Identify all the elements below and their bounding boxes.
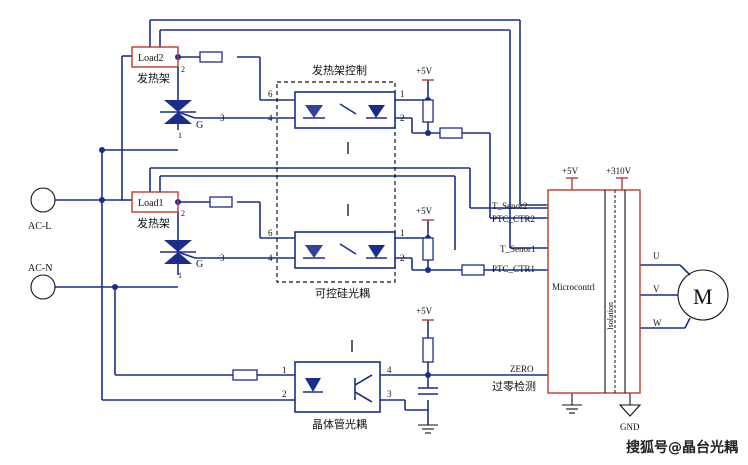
u-label: U [653,251,660,261]
motor-label: M [693,284,713,309]
mcu-5v-label: +5V [562,166,579,176]
load2-box [131,46,179,68]
p5v-1-label: +5V [416,66,433,76]
ac-l-label: AC-L [28,221,51,232]
pin4-top: 4 [268,113,273,123]
mcu-label: Microcontrl [552,282,595,292]
heater-control-label: 发热架控制 [312,63,367,77]
pin2-q: 2 [282,389,287,399]
triac-opto-label: 可控硅光耦 [315,286,370,300]
zero-detect-label: 过零检测 [492,379,536,393]
ac-l-terminal [30,187,56,213]
v-label: V [653,284,660,294]
heater2-label: 发热架 [137,71,170,85]
ptc-ctr1-label: PTC_CTR1 [492,264,535,274]
opto-ellipsis [347,142,353,352]
t1-pin-2: 1 [178,131,182,140]
gnd-label: GND [620,422,640,432]
pin1-top: 1 [400,89,405,99]
heater1-label: 发热架 [137,216,170,230]
resistors [199,51,485,381]
capacitor [418,387,438,395]
p5v-3-label: +5V [416,306,433,316]
junctions [99,54,431,378]
isolation-label: Isolation [606,302,615,330]
opto-top [294,91,396,129]
pin1-q: 1 [282,365,287,375]
watermark: 搜狐号@晶台光耦 [626,440,738,456]
t1-pin-1: 1 [178,271,182,280]
ac-n-label: AC-N [28,263,52,274]
power-symbols [422,79,628,321]
opto-group-box [276,81,396,283]
t2-pin-2: 2 [181,65,185,74]
transistor-opto-label: 晶体管光耦 [312,417,367,431]
gate2-label: G [196,120,203,131]
load1-box [131,191,179,213]
p5v-2-label: +5V [416,206,433,216]
zero-label: ZERO [510,364,534,374]
t2-pin-1: 2 [181,209,185,218]
ptc-ctr2-label: PTC_CTR2 [492,214,535,224]
ground-symbols [418,393,642,434]
pin6-bot: 6 [268,228,273,238]
ac-n-terminal [30,274,56,300]
pin2-bot: 2 [400,253,405,263]
pin3-top: 3 [220,113,225,123]
opto-bottom [294,231,396,269]
microcontroller-box [547,189,641,394]
gate1-label: G [196,259,203,270]
triac1 [160,240,196,264]
triac2 [160,100,196,124]
opto-transistor [294,361,381,413]
pin6-top: 6 [268,89,273,99]
pin2-top: 2 [400,113,405,123]
t-senor1-label: T_Senor1 [500,244,536,254]
pin4-bot: 4 [268,253,273,263]
pin3-bot: 3 [220,253,225,263]
mcu-310v-label: +310V [606,166,632,176]
load1-label: Load1 [138,198,164,209]
motor-circle [677,269,729,321]
load2-label: Load2 [138,53,164,64]
pin1-bot: 1 [400,228,405,238]
t-senor2-label: T_Senor2 [492,201,528,211]
pin3-q: 3 [387,389,392,399]
pin4-q: 4 [387,365,392,375]
w-label: W [653,318,662,328]
